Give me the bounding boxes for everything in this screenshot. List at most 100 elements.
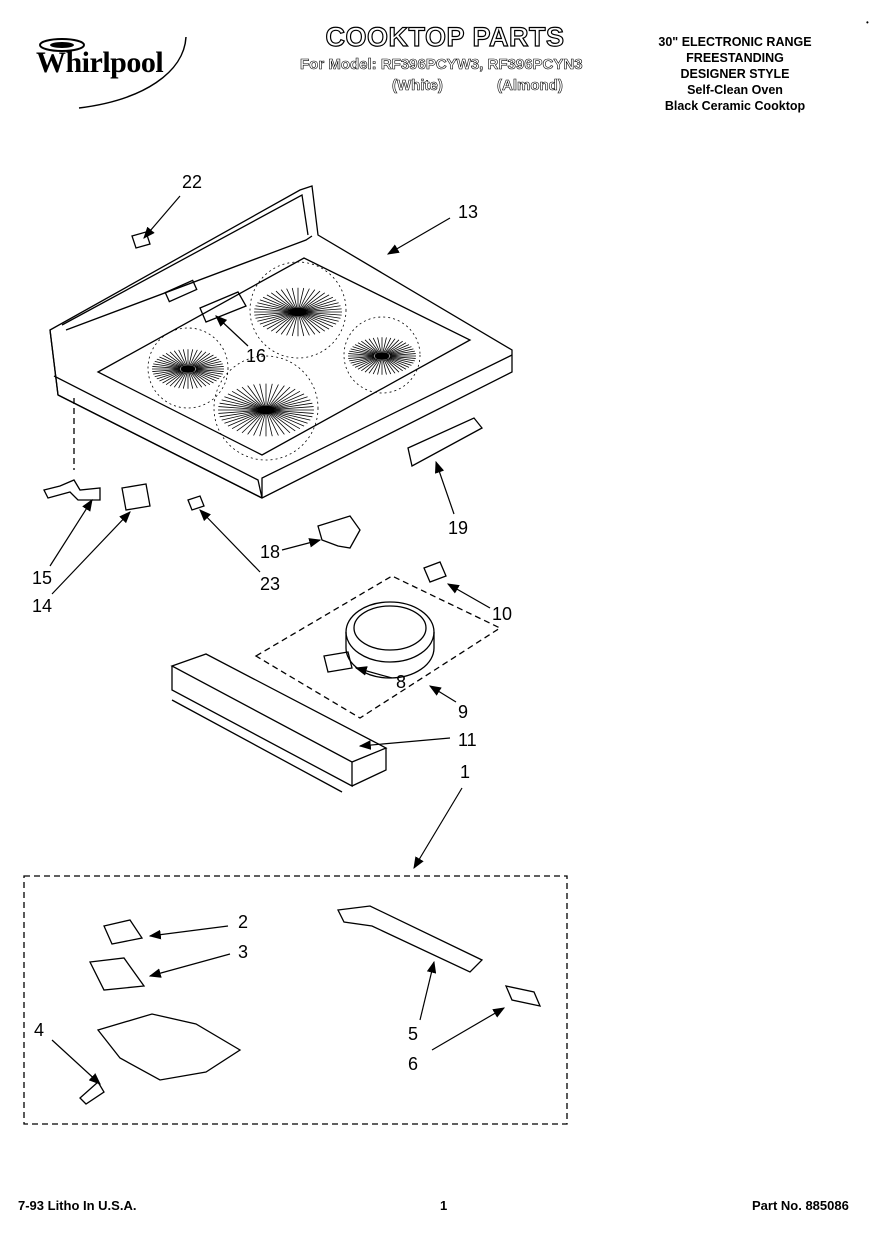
burner-ray <box>305 302 339 311</box>
burner-ray <box>305 312 342 316</box>
part-number: Part No. 885086 <box>752 1198 849 1213</box>
litho-note: 7-93 Litho In U.S.A. <box>18 1198 137 1213</box>
burner-ray <box>247 413 264 435</box>
burner-ray <box>291 287 298 309</box>
callout-9: 9 <box>458 702 469 722</box>
callout-1: 1 <box>460 762 471 782</box>
burner-ray <box>178 349 187 366</box>
burner-ray <box>383 359 392 375</box>
burner-ray <box>247 385 264 407</box>
burner-ray <box>368 359 380 374</box>
burner-ray <box>192 352 211 367</box>
cooktop-assembly <box>49 185 513 499</box>
burner-ray <box>273 399 311 409</box>
burner-ray <box>389 353 416 356</box>
burner-ray <box>267 384 279 407</box>
burner-ray <box>259 383 266 407</box>
burner-ray <box>169 372 185 387</box>
burner-ray <box>269 413 291 434</box>
burner-ray <box>267 413 279 436</box>
callout-13: 13 <box>458 202 479 222</box>
burner-ray <box>304 314 334 328</box>
burner-ray <box>386 340 403 354</box>
burner-ray <box>231 412 261 430</box>
burner-ray <box>272 412 305 427</box>
burner-ray <box>241 413 263 434</box>
burner-ray <box>221 411 259 421</box>
burner-ray <box>152 369 181 372</box>
burner-ray <box>354 358 376 368</box>
desc-line: Self-Clean Oven <box>687 83 783 97</box>
burner-ray <box>275 315 295 334</box>
burner-ray <box>165 352 184 367</box>
burner-ray <box>357 342 377 354</box>
burner-ray <box>173 350 186 366</box>
burner-ray <box>349 356 375 362</box>
page-title: COOKTOP PARTS <box>325 21 565 52</box>
burner-ray <box>389 348 414 355</box>
burner-ray <box>221 399 259 409</box>
burner-ray <box>349 350 375 356</box>
burner-ray <box>389 356 416 359</box>
burner-ray <box>169 351 185 366</box>
burner-ray <box>275 290 295 309</box>
burner-ray <box>159 371 182 382</box>
burner-ray <box>350 348 375 355</box>
burner-ray <box>273 410 314 414</box>
burner-ray <box>182 349 188 366</box>
burner-ray <box>302 314 326 332</box>
variant-white: (White) <box>392 77 443 95</box>
burner-ray <box>218 406 259 410</box>
burner-ray <box>236 388 262 408</box>
burner-ray <box>195 366 224 369</box>
burner-ray <box>259 413 266 437</box>
burner-ray <box>219 402 259 410</box>
burner-ray <box>372 337 381 353</box>
burner-ray <box>305 312 341 319</box>
burner-ray <box>386 358 403 372</box>
burner-ray <box>385 339 400 353</box>
burner-ray <box>352 346 376 355</box>
burner-ray <box>154 361 181 368</box>
callout-2: 2 <box>238 912 249 932</box>
burner-ray <box>266 383 273 407</box>
burner-ray <box>224 396 260 409</box>
burner-ray <box>270 388 296 408</box>
burner-ray <box>253 384 265 407</box>
burner-ray <box>299 315 310 336</box>
burner-ray <box>193 354 214 367</box>
burner-ray <box>377 359 382 375</box>
burner-ray <box>304 313 337 325</box>
burner-ray <box>388 344 410 354</box>
callout-22: 22 <box>182 172 203 192</box>
burner-ray <box>280 315 296 335</box>
callout-4: 4 <box>34 1020 45 1040</box>
desc-line: FREESTANDING <box>686 51 784 65</box>
model-numbers: For Model: RF396PCYW3, RF396PCYN3 <box>300 56 583 74</box>
burner-ray <box>269 386 291 407</box>
burner-ray <box>387 358 407 370</box>
callout-5: 5 <box>408 1024 419 1044</box>
callout-10: 10 <box>492 604 513 624</box>
burner-ray <box>194 370 220 380</box>
burner-ray <box>195 361 222 368</box>
burner-ray <box>254 308 291 312</box>
burner-ray <box>303 314 330 330</box>
burner-ray <box>388 357 412 366</box>
burner-ray <box>348 356 375 359</box>
callout-6: 6 <box>408 1054 419 1074</box>
burner-ray <box>286 288 297 309</box>
burner-ray <box>193 371 214 384</box>
whirlpool-logo <box>34 32 189 112</box>
burner-ray <box>194 371 217 382</box>
burner-ray <box>382 337 387 353</box>
burner-ray <box>262 296 292 310</box>
burner-ray <box>368 338 380 353</box>
callout-11: 11 <box>458 730 477 750</box>
burner-ray <box>348 353 375 356</box>
burner-ray <box>253 413 265 436</box>
burner-ray <box>300 315 316 335</box>
burner-ray <box>254 312 291 316</box>
burner-ray <box>299 288 310 309</box>
burner-ray <box>364 339 379 353</box>
